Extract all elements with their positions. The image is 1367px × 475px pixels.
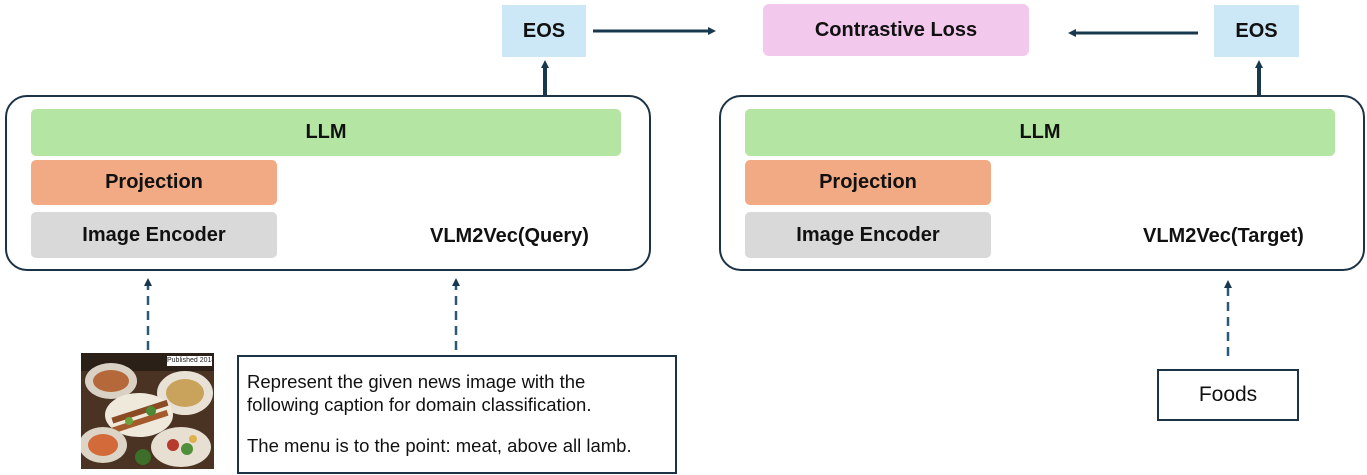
query-llm-block: LLM — [31, 109, 621, 156]
eos-query-box: EOS — [502, 5, 586, 57]
image-published-stamp: Published 2018 — [167, 356, 212, 366]
food-photo-icon: Published 2018 — [81, 353, 214, 469]
target-text-box: Foods — [1157, 369, 1299, 421]
target-llm-block: LLM — [745, 109, 1335, 156]
target-model-name: VLM2Vec(Target) — [1143, 225, 1304, 247]
query-text-line: Represent the given news image with the — [247, 371, 586, 392]
target-projection-block: Projection — [745, 160, 991, 205]
query-text-line: following caption for domain classificat… — [247, 394, 592, 415]
contrastive-loss-box: Contrastive Loss — [763, 4, 1029, 56]
query-image-encoder-block: Image Encoder — [31, 212, 277, 258]
query-projection-block: Projection — [31, 160, 277, 205]
eos-target-box: EOS — [1214, 5, 1299, 57]
target-image-encoder-block: Image Encoder — [745, 212, 991, 258]
query-text-line: The menu is to the point: meat, above al… — [247, 435, 632, 456]
food-photo-drawing — [81, 353, 214, 469]
query-model-name: VLM2Vec(Query) — [430, 225, 589, 247]
query-text-box: Represent the given news image with the … — [237, 355, 677, 474]
